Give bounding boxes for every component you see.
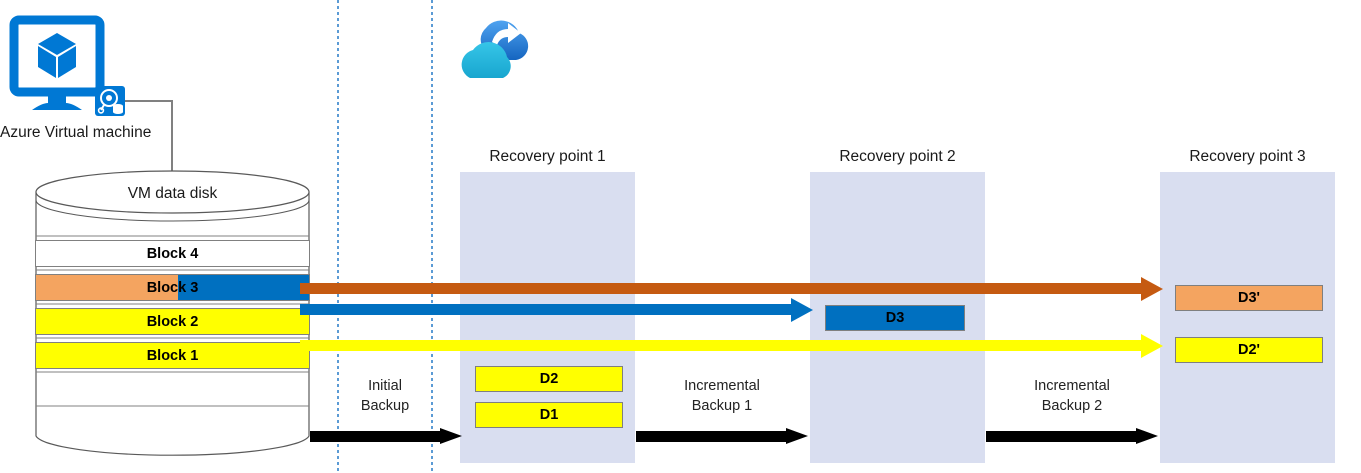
recovery-point-3-item-d3prime: D3' [1175, 285, 1323, 311]
guide-line-right [431, 0, 433, 473]
disk-block-3-split [36, 275, 309, 300]
recovery-point-1-item-d1-label: D1 [539, 407, 559, 423]
connector-horizontal [125, 100, 172, 102]
vm-data-disk-title: VM data disk [127, 185, 218, 202]
guide-line-left [337, 0, 339, 473]
disk-block-1: Block 1 [35, 342, 310, 369]
disk-block-4: Block 4 [35, 240, 310, 267]
flow-arrow-blue-block3 [300, 297, 1113, 322]
recovery-point-2-item-d3-label: D3 [885, 310, 905, 326]
incremental-backup-2-line2: Backup 2 [1041, 398, 1103, 414]
disk-block-3: Block 3 [35, 274, 310, 301]
disk-block-1-label: Block 1 [146, 347, 199, 364]
connector-vertical [171, 100, 173, 181]
recovery-point-2-item-d3: D3 [825, 305, 965, 331]
flow-arrow-orange-block3 [300, 276, 1163, 301]
incremental-backup-1-line2: Backup 1 [691, 398, 753, 414]
recovery-services-vault-cloud-icon [452, 8, 542, 93]
initial-backup-arrow [310, 428, 462, 445]
disk-block-2: Block 2 [35, 308, 310, 335]
incremental-backup-1-line1: Incremental [684, 378, 760, 394]
recovery-point-3-item-d3prime-label: D3' [1238, 290, 1260, 306]
recovery-point-3-label: Recovery point 3 [1189, 148, 1306, 165]
initial-backup-label: Initial Backup [338, 376, 432, 416]
incremental-backup-1-arrow [636, 428, 808, 445]
recovery-point-1-item-d2: D2 [475, 366, 623, 392]
incremental-backup-1-label: Incremental Backup 1 [636, 376, 808, 416]
recovery-point-3-item-d2prime-label: D2' [1238, 342, 1260, 358]
incremental-backup-2-arrow [986, 428, 1158, 445]
incremental-backup-2-label: Incremental Backup 2 [986, 376, 1158, 416]
initial-backup-line1: Initial [368, 378, 402, 394]
vm-data-disk-cylinder: VM data disk Block 4 Block 3 Block 2 Blo… [35, 170, 310, 458]
recovery-point-3-item-d2prime: D2' [1175, 337, 1323, 363]
recovery-point-1-item-d2-label: D2 [539, 371, 559, 387]
recovery-point-3-column [1160, 172, 1335, 463]
incremental-backup-2-line1: Incremental [1034, 378, 1110, 394]
azure-virtual-machine-label: Azure Virtual machine [0, 124, 152, 141]
recovery-point-1-item-d1: D1 [475, 402, 623, 428]
initial-backup-line2: Backup [360, 398, 410, 414]
flow-arrow-yellow-block2 [300, 333, 1163, 358]
disk-block-4-label: Block 4 [146, 245, 199, 262]
azure-virtual-machine-icon [8, 14, 118, 114]
disk-block-3-label: Block 3 [146, 279, 199, 296]
recovery-point-1-label: Recovery point 1 [489, 148, 606, 165]
managed-disk-icon [95, 86, 125, 116]
recovery-point-2-label: Recovery point 2 [839, 148, 956, 165]
disk-block-2-label: Block 2 [146, 313, 199, 330]
